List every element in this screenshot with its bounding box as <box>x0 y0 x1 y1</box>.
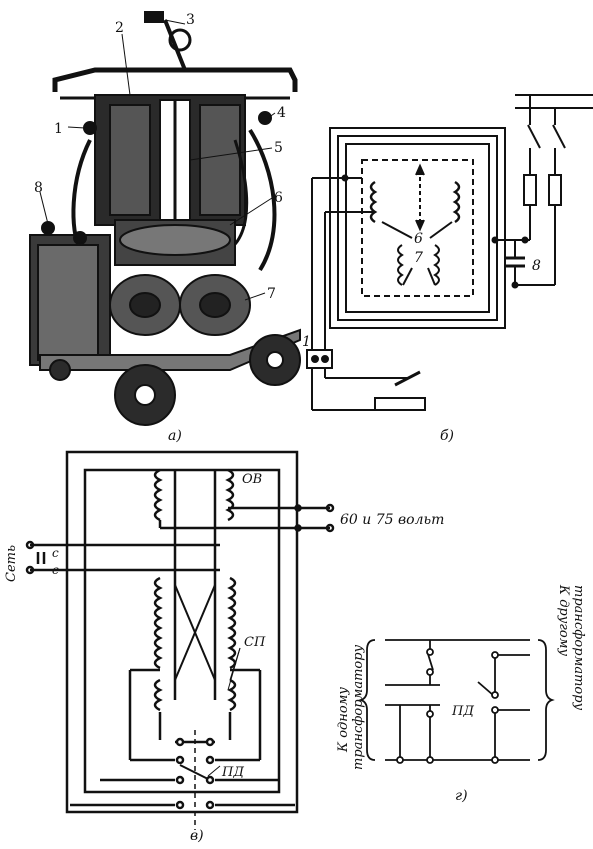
callout-6: 6 <box>274 190 283 206</box>
callout-2: 2 <box>115 20 124 36</box>
label-left-line2: трансформатору <box>351 644 366 770</box>
label-contact-c-2: с <box>52 563 59 577</box>
label-coil-6: 6 <box>414 231 423 247</box>
callout-4: 4 <box>277 105 286 121</box>
label-left-line1: К одному <box>336 687 351 753</box>
label-capacitor-8: 8 <box>532 258 541 274</box>
label-sp: СП <box>244 635 266 650</box>
panel-a-callouts <box>39 19 276 301</box>
label-network: Сеть <box>4 545 19 582</box>
panel-b-labels: 6 7 8 1 <box>302 231 541 350</box>
panel-v-caption: в) <box>190 828 204 844</box>
callout-8: 8 <box>34 180 43 196</box>
panel-v-leaders <box>207 647 241 777</box>
callout-7: 7 <box>267 286 276 302</box>
callout-1: 1 <box>54 121 63 137</box>
panel-v-schematic <box>25 450 335 830</box>
label-pd-g: ПД <box>451 704 474 719</box>
callout-3: 3 <box>186 12 195 28</box>
callout-5: 5 <box>274 140 283 156</box>
label-coil-7: 7 <box>414 250 423 266</box>
panel-b-caption: б) <box>440 428 454 444</box>
label-right-line1: К другому <box>556 584 571 656</box>
label-right-line2: трансформатору <box>571 585 586 711</box>
panel-g-caption: г) <box>455 788 468 804</box>
label-ov: ОВ <box>242 472 262 487</box>
panel-a-callout-labels: 1 2 3 4 5 6 7 8 <box>34 12 286 302</box>
panel-g-schematic <box>358 639 555 764</box>
label-contact-c-1: с <box>52 546 59 560</box>
panel-b-schematic <box>306 94 593 411</box>
panel-a-apparatus <box>29 11 301 426</box>
label-terminal-1: 1 <box>302 334 311 350</box>
panel-g-labels: К одному трансформатору К другому трансф… <box>336 584 586 804</box>
panel-v-labels: ОВ 60 и 75 вольт Сеть с с СП ПД в) <box>4 472 444 844</box>
label-pd: ПД <box>221 765 244 780</box>
panel-a-caption: а) <box>168 428 182 444</box>
label-output-voltage: 60 и 75 вольт <box>340 512 444 528</box>
